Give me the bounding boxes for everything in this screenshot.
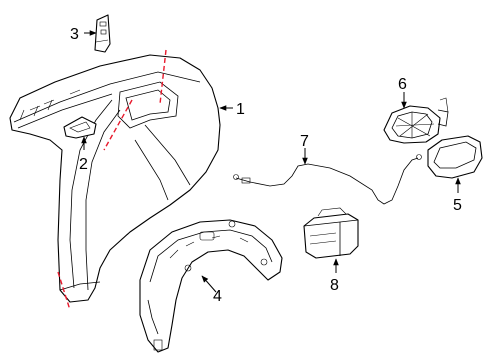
callout-2: 2 [79,156,88,173]
callout-1: 1 [236,101,245,118]
cut-line-upper [159,49,167,105]
callout-3: 3 [70,26,79,43]
release-cable-part-7 [233,154,422,205]
cut-line-middle [103,99,133,151]
callout-labels: 1 2 3 4 5 6 7 8 [70,26,462,305]
fuel-filler-housing-part-6 [383,97,449,144]
callout-6: 6 [398,76,407,93]
wheel-liner-part-4 [139,219,283,353]
plate-part-2 [63,116,97,139]
quarter-panel-part-1 [9,54,221,303]
callout-7: 7 [300,133,309,150]
fuel-door-part-5 [427,135,483,179]
leader-lines [81,30,461,293]
callout-4: 4 [213,288,222,305]
callout-8: 8 [330,277,339,294]
bracket-part-3 [94,14,111,53]
callout-5: 5 [453,197,462,214]
actuator-part-8 [303,207,359,259]
cut-line-lower [57,271,71,311]
